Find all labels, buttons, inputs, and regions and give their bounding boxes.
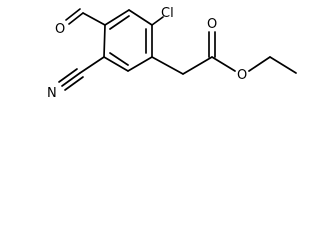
aldehyde-bond	[82, 12, 106, 26]
ring-bond-bottom-left	[103, 56, 129, 72]
ring-bond-left	[103, 24, 106, 58]
nitrile-triple-bond-2	[58, 68, 78, 83]
ring-double-bond-top-left	[109, 15, 130, 30]
nitrile-bond	[79, 56, 105, 74]
ester-oxygen-bond	[211, 56, 236, 72]
nitrile-triple-bond-1	[61, 72, 81, 87]
ch2-bond	[151, 56, 184, 75]
aldehyde-double-bond-2	[65, 8, 81, 21]
ester-oxygen-label: O	[237, 68, 247, 83]
benzene-ring	[103, 9, 153, 72]
nitrile-triple-bond-3	[64, 76, 84, 91]
aldehyde-double-bond-1	[68, 12, 84, 25]
ethyl-bond-2	[269, 56, 297, 74]
carbonyl-oxygen-label: O	[207, 17, 217, 32]
chlorine-bond	[151, 16, 164, 26]
ring-bond-top-right	[128, 9, 153, 26]
ring-double-bond-bottom-left	[109, 52, 129, 66]
chlorine-label: Cl	[161, 6, 174, 21]
ring-bond-bottom-right	[127, 56, 153, 72]
ester-carbon-bond	[182, 56, 213, 75]
aldehyde-oxygen-label: O	[55, 22, 65, 37]
chemical-structure-diagram: Cl O O O N	[47, 6, 297, 101]
ring-bond-top-left	[104, 9, 130, 26]
nitrile-nitrogen-label: N	[47, 86, 57, 101]
ethyl-bond-1	[248, 56, 271, 72]
